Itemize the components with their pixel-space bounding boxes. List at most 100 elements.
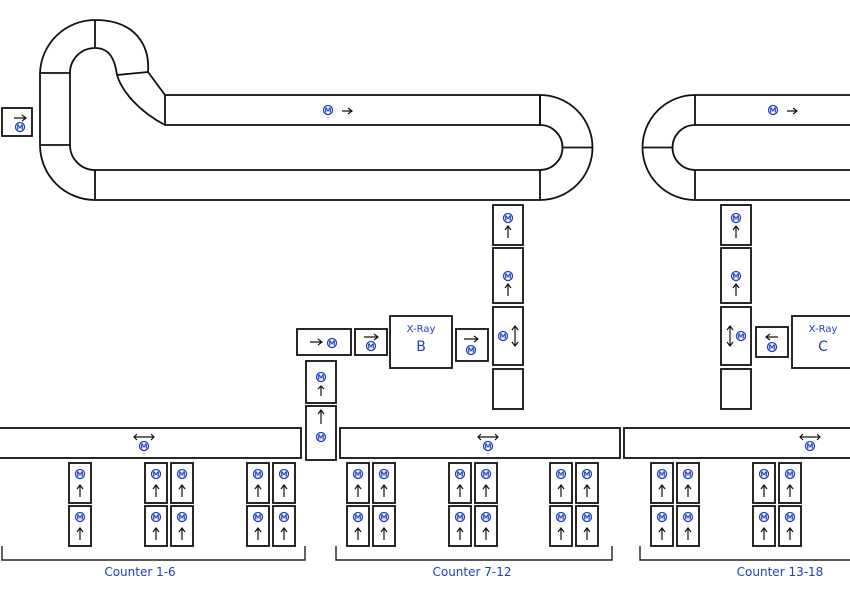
counter-desk <box>474 462 498 504</box>
arrow-icon <box>152 527 160 540</box>
motor-icon <box>315 371 327 383</box>
motor-icon <box>784 468 796 480</box>
motor-icon <box>735 330 747 342</box>
motor-icon <box>326 337 338 349</box>
arrow-icon <box>354 484 362 497</box>
motor-icon <box>74 468 86 480</box>
motor-icon <box>730 212 742 224</box>
motor-icon <box>784 511 796 523</box>
counter-desk <box>778 505 802 547</box>
motor-icon <box>555 468 567 480</box>
counter-desk <box>752 505 776 547</box>
counter-desk <box>448 505 472 547</box>
motor-icon <box>278 468 290 480</box>
motor-icon <box>465 344 477 356</box>
motor-icon <box>138 440 150 452</box>
collector-belt-3 <box>623 427 850 459</box>
motor-icon <box>352 468 364 480</box>
counter-desk <box>372 505 396 547</box>
arrow-icon <box>317 385 325 396</box>
counter-group-label: Counter 1-6 <box>104 565 175 579</box>
bidirectional-arrow-icon <box>799 433 821 441</box>
motor-icon <box>176 511 188 523</box>
motor-icon <box>758 468 770 480</box>
arrow-icon <box>787 107 798 115</box>
counter-desk <box>68 462 92 504</box>
motor-icon <box>150 468 162 480</box>
arrow-icon <box>732 225 740 238</box>
motor-icon <box>804 440 816 452</box>
bidirectional-arrow-icon <box>477 433 499 441</box>
arrow-icon <box>178 527 186 540</box>
motor-icon <box>656 468 668 480</box>
motor-icon <box>730 270 742 282</box>
arrow-icon <box>178 484 186 497</box>
arrow-icon <box>380 527 388 540</box>
motor-icon <box>502 270 514 282</box>
motor-icon <box>682 511 694 523</box>
left-loop-conveyor <box>39 19 594 201</box>
counter-desk <box>144 505 168 547</box>
arrow-icon <box>152 484 160 497</box>
xray-c: X-Ray C <box>791 315 850 369</box>
counter-desk <box>246 462 270 504</box>
xray-b: X-Ray B <box>389 315 453 369</box>
bidirectional-arrow-icon <box>511 325 519 347</box>
counter-group-2: Counter 7-12 <box>335 546 613 579</box>
motor-icon <box>454 468 466 480</box>
motor-icon <box>502 212 514 224</box>
motor-icon <box>74 511 86 523</box>
counter-desk <box>474 505 498 547</box>
counter-desk <box>676 505 700 547</box>
motor-icon <box>758 511 770 523</box>
arrow-icon <box>464 335 479 343</box>
motor-icon <box>14 121 26 133</box>
arrow-icon <box>786 527 794 540</box>
motor-icon <box>581 468 593 480</box>
motor-icon <box>252 468 264 480</box>
bidirectional-arrow-icon <box>133 433 155 441</box>
xray-b-exit-conveyor <box>455 328 489 362</box>
vertical-riser <box>305 360 337 461</box>
counter-desk <box>676 462 700 504</box>
counter-desk <box>549 505 573 547</box>
counter-desk <box>346 462 370 504</box>
motor-icon <box>352 511 364 523</box>
arrow-icon <box>364 333 379 341</box>
motor-icon <box>378 468 390 480</box>
motor-icon <box>378 511 390 523</box>
counter-desk <box>448 462 472 504</box>
arrow-icon <box>557 484 565 497</box>
arrow-icon <box>14 114 27 122</box>
xray-c-entry-conveyor <box>755 326 789 358</box>
arrow-icon <box>504 225 512 238</box>
arrow-icon <box>380 484 388 497</box>
motor-icon <box>480 468 492 480</box>
arrow-icon <box>310 338 323 346</box>
counter-desk <box>778 462 802 504</box>
collector-belt-2 <box>339 427 621 459</box>
motor-icon <box>454 511 466 523</box>
arrow-icon <box>254 484 262 497</box>
counter-desk <box>346 505 370 547</box>
arrow-icon <box>76 527 84 540</box>
motor-icon <box>656 511 668 523</box>
counter-desk <box>372 462 396 504</box>
counter-desk <box>575 505 599 547</box>
arrow-icon <box>583 527 591 540</box>
arrow-icon <box>658 527 666 540</box>
motor-icon <box>682 468 694 480</box>
arrow-icon <box>354 527 362 540</box>
arrow-icon <box>456 484 464 497</box>
bidirectional-arrow-icon <box>726 325 734 347</box>
counter-desk <box>272 505 296 547</box>
arrow-icon <box>760 527 768 540</box>
counter-desk <box>246 505 270 547</box>
counter-group-label: Counter 13-18 <box>737 565 824 579</box>
motor-icon <box>581 511 593 523</box>
arrow-icon <box>684 527 692 540</box>
counter-group-label: Counter 7-12 <box>432 565 511 579</box>
counter-desk <box>68 505 92 547</box>
counter-group-3: Counter 13-18 <box>639 546 850 579</box>
